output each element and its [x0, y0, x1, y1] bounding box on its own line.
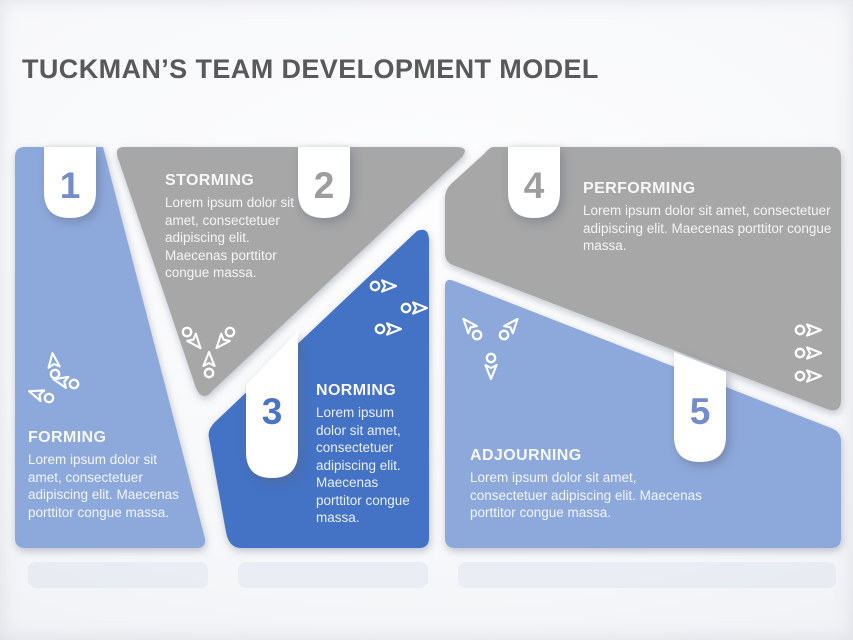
- norming-description: Lorem ipsum dolor sit amet, consectetuer…: [316, 405, 410, 525]
- forming-number-tab: [44, 147, 96, 218]
- page-title: TUCKMAN’S TEAM DEVELOPMENT MODEL: [22, 54, 599, 84]
- performing-number: 4: [524, 165, 545, 206]
- performing-number-tab: [508, 147, 560, 218]
- adjourning-shape: [445, 279, 841, 548]
- adjourning-description: Lorem ipsum dolor sit amet, consectetuer…: [470, 470, 702, 520]
- norming-number: 3: [262, 391, 283, 432]
- forming-text-block: FORMING Lorem ipsum dolor sit amet, cons…: [28, 429, 186, 521]
- adjourning-number-tab: [674, 352, 726, 462]
- storming-shape: [116, 147, 465, 397]
- storming-title: STORMING: [165, 172, 255, 189]
- adjourning-title: ADJOURNING: [470, 447, 582, 464]
- performing-text-block: PERFORMING Lorem ipsum dolor sit amet, c…: [583, 180, 845, 255]
- storming-number-tab: [298, 147, 350, 218]
- forming-number: 1: [60, 165, 81, 206]
- forming-shape: [15, 147, 205, 548]
- norming-title: NORMING: [316, 382, 397, 399]
- shape-reflections: [28, 562, 836, 588]
- performing-title: PERFORMING: [583, 180, 696, 197]
- adjourning-number: 5: [690, 391, 711, 432]
- forming-description: Lorem ipsum dolor sit amet, consectetuer…: [28, 452, 179, 520]
- forming-title: FORMING: [28, 429, 107, 446]
- norming-number-tab: [246, 331, 298, 478]
- storming-description: Lorem ipsum dolor sit amet, consectetuer…: [165, 195, 295, 280]
- storming-text-block: STORMING Lorem ipsum dolor sit amet, con…: [165, 172, 300, 282]
- norming-text-block: NORMING Lorem ipsum dolor sit amet, cons…: [316, 382, 414, 527]
- adjourning-text-block: ADJOURNING Lorem ipsum dolor sit amet, c…: [470, 447, 702, 522]
- storming-number: 2: [314, 165, 335, 206]
- performing-description: Lorem ipsum dolor sit amet, consectetuer…: [583, 203, 832, 253]
